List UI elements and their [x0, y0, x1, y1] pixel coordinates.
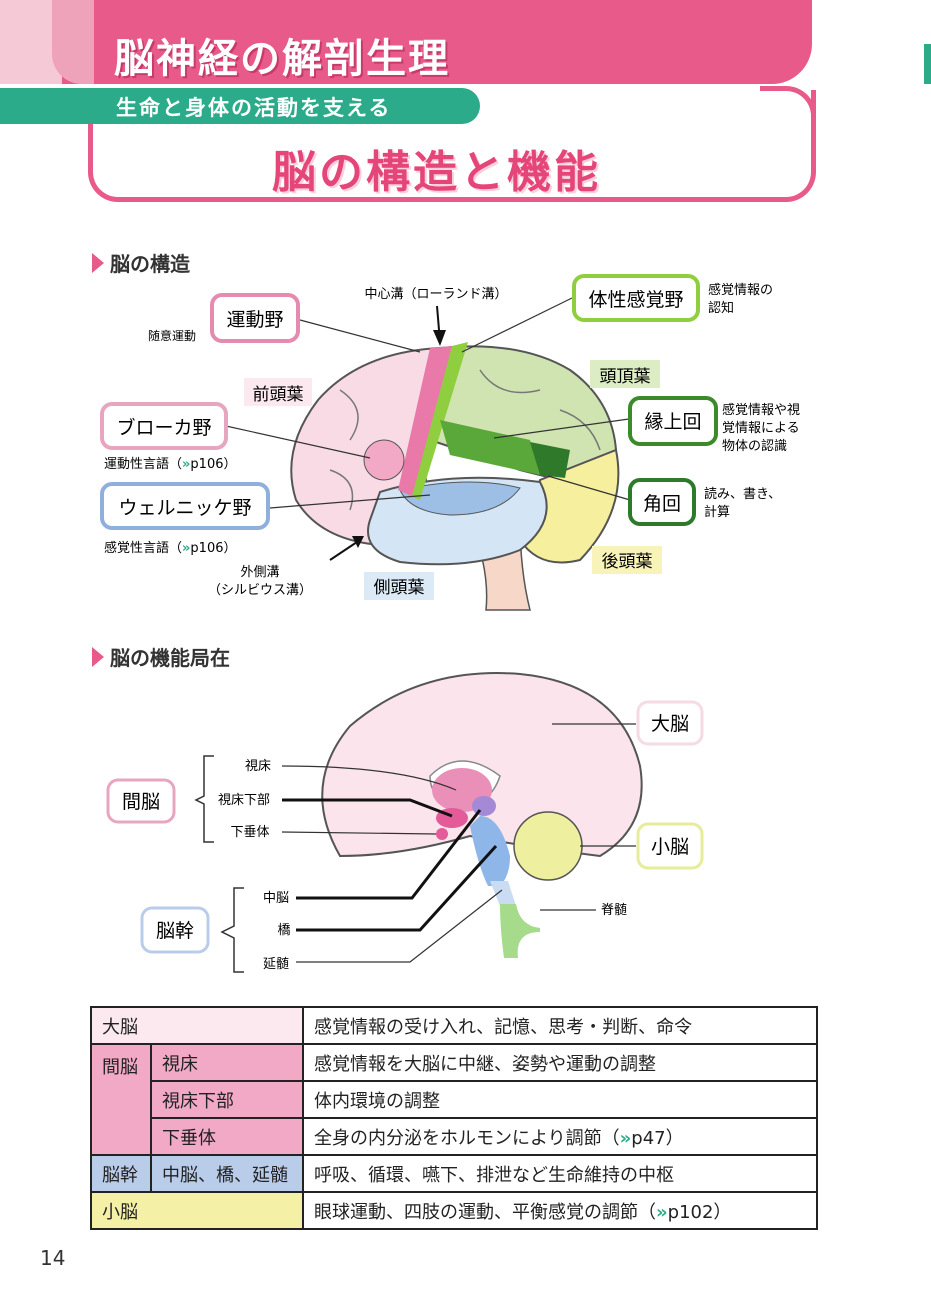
header-bar: [0, 0, 812, 84]
label-frontal-lobe: 前頭葉: [253, 385, 304, 405]
title-frame: [88, 90, 816, 202]
table-cell-function: 眼球運動、四肢の運動、平衡感覚の調節（»p102）: [302, 1191, 818, 1230]
label-broca-note: 運動性言語（»p106）: [104, 456, 237, 472]
label-thalamus: 視床: [245, 759, 271, 774]
label-hypothalamus: 視床下部: [218, 793, 270, 808]
label-supramarginal-note: 覚情報による: [722, 421, 800, 436]
label-somatosensory-note: 感覚情報の: [708, 282, 773, 298]
label-pituitary: 下垂体: [230, 825, 269, 840]
header-accent: [0, 0, 62, 84]
table-cell-group: 大脳: [90, 1006, 304, 1045]
label-broca: ブローカ野: [116, 416, 211, 439]
label-cerebellum: 小脳: [651, 836, 689, 858]
label-angular: 角回: [643, 493, 681, 515]
label-spinal-cord: 脊髄: [601, 903, 627, 918]
ref-marker-icon: »: [656, 1201, 668, 1223]
label-wernicke-note: 感覚性言語（»p106）: [104, 540, 237, 556]
table-cell-part: 中脳、橋、延髄: [150, 1154, 304, 1193]
table-cell-group: 小脳: [90, 1191, 304, 1230]
label-somatosensory-note: 認知: [708, 300, 734, 316]
table-row: 脳幹 中脳、橋、延髄 呼吸、循環、嚥下、排泄など生命維持の中枢: [90, 1154, 818, 1193]
label-brainstem: 脳幹: [156, 920, 194, 942]
table-cell-function: 体内環境の調整: [302, 1080, 818, 1119]
bullet-icon: [92, 252, 104, 273]
label-parietal-lobe: 頭頂葉: [600, 367, 651, 387]
label-angular-note: 読み、書き、: [704, 486, 781, 502]
brain-lateral-diagram: 運動野 随意運動 中心溝（ローランド溝） 体性感覚野 感覚情報の 認知 前頭葉 …: [100, 274, 800, 611]
brain-sagittal-diagram: 大脳 間脳 視床 視床下部 下垂体 小脳 脳幹 中脳 橋 延髄 脊髄: [106, 672, 704, 973]
label-pons: 橋: [277, 923, 290, 938]
label-wernicke: ウェルニッケ野: [118, 497, 251, 519]
table-cell-part: 視床: [150, 1043, 304, 1082]
header-accent: [52, 0, 94, 84]
label-midbrain: 中脳: [263, 891, 289, 906]
label-lateral-sulcus: 外側溝: [240, 565, 279, 580]
label-occipital-lobe: 後頭葉: [602, 552, 653, 572]
label-supramarginal-note: 物体の認識: [722, 438, 787, 454]
subtitle-pill: [0, 88, 480, 124]
chapter-title: 脳神経の解剖生理: [114, 36, 450, 82]
page-tab-marker: [924, 44, 931, 84]
page-title: 脳の構造と機能: [272, 147, 601, 198]
table-cell-part: 下垂体: [150, 1117, 304, 1156]
label-angular-note: 計算: [704, 504, 730, 520]
table-row: 下垂体 全身の内分泌をホルモンにより調節（»p47）: [91, 1117, 818, 1156]
section-heading-structure: 脳の構造: [92, 248, 190, 277]
label-supramarginal: 縁上回: [644, 411, 701, 433]
table-row: 小脳 眼球運動、四肢の運動、平衡感覚の調節（»p102）: [90, 1191, 818, 1230]
table-cell-function: 全身の内分泌をホルモンにより調節（»p47）: [302, 1117, 818, 1156]
page-number: 14: [40, 1246, 66, 1270]
table-row: 間脳 視床 感覚情報を大脳に中継、姿勢や運動の調整: [90, 1043, 818, 1156]
brain-function-table: 大脳 感覚情報の受け入れ、記憶、思考・判断、命令 間脳 視床 感覚情報を大脳に中…: [90, 1006, 818, 1230]
table-cell-function: 呼吸、循環、嚥下、排泄など生命維持の中枢: [302, 1154, 818, 1193]
subtitle: 生命と身体の活動を支える: [116, 96, 392, 120]
table-cell-group: 間脳: [90, 1043, 152, 1156]
table-row: 視床下部 体内環境の調整: [91, 1080, 818, 1119]
label-cerebrum: 大脳: [651, 713, 689, 735]
label-motor-area-note: 随意運動: [148, 328, 196, 343]
bullet-icon: [92, 646, 104, 667]
label-temporal-lobe: 側頭葉: [374, 578, 425, 598]
label-motor-area: 運動野: [226, 309, 283, 331]
label-diencephalon: 間脳: [122, 791, 160, 813]
ref-marker-icon: »: [619, 1127, 632, 1149]
table-cell-function: 感覚情報の受け入れ、記憶、思考・判断、命令: [302, 1006, 818, 1045]
table-cell-part: 視床下部: [150, 1080, 304, 1119]
label-somatosensory: 体性感覚野: [588, 289, 683, 311]
section-heading-text: 脳の構造: [110, 252, 190, 276]
table-row: 大脳 感覚情報の受け入れ、記憶、思考・判断、命令: [90, 1006, 818, 1045]
title-frame-corner: [760, 86, 816, 142]
label-medulla: 延髄: [263, 957, 289, 972]
label-supramarginal-note: 感覚情報や視: [722, 402, 800, 418]
table-cell-function: 感覚情報を大脳に中継、姿勢や運動の調整: [302, 1043, 818, 1082]
label-lateral-sulcus: （シルビウス溝）: [208, 583, 312, 598]
section-heading-localization: 脳の機能局在: [92, 642, 230, 671]
label-central-sulcus: 中心溝（ローランド溝）: [364, 287, 507, 302]
table-cell-group: 脳幹: [90, 1154, 152, 1193]
section-heading-text: 脳の機能局在: [110, 646, 230, 670]
